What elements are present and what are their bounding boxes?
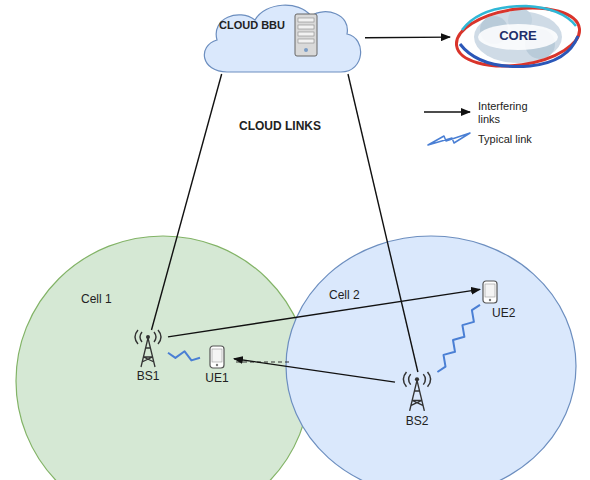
node-label: UE1 bbox=[200, 372, 234, 386]
core-network: CORE bbox=[450, 0, 586, 74]
free-label: CLOUD LINKS bbox=[222, 120, 338, 134]
tower-icon bbox=[128, 330, 168, 368]
legend-text: Typical link bbox=[478, 133, 568, 146]
node-label: Cell 1 bbox=[81, 293, 112, 307]
legend-item: Typical link bbox=[478, 133, 568, 146]
cloud-bbu: CLOUD BBU bbox=[195, 2, 365, 74]
legend-zigzag-sample bbox=[428, 133, 470, 145]
phone-icon bbox=[209, 345, 225, 369]
phone-icon bbox=[482, 280, 498, 304]
user-equipment: UE2 bbox=[480, 280, 520, 321]
cell-area: Cell 1 BS1 UE1 bbox=[15, 235, 311, 480]
node-label: BS2 bbox=[395, 415, 439, 429]
cloud-outline bbox=[195, 2, 365, 74]
cell-area: Cell 2 BS2 UE2 bbox=[285, 235, 577, 480]
interfering-link bbox=[365, 36, 450, 38]
cell-outline bbox=[285, 235, 577, 480]
base-station: BS2 bbox=[395, 372, 439, 429]
tower-icon bbox=[395, 372, 439, 412]
legend-item: Interfering links bbox=[478, 100, 548, 125]
user-equipment: UE1 bbox=[200, 345, 234, 386]
node-label: CORE bbox=[450, 29, 586, 44]
node-label: Cell 2 bbox=[329, 289, 360, 303]
base-station: BS1 bbox=[128, 330, 168, 384]
legend-arrow-sample bbox=[424, 111, 470, 113]
cell-outline bbox=[15, 235, 311, 480]
node-label: BS1 bbox=[128, 370, 168, 384]
node-label: UE2 bbox=[492, 307, 520, 321]
legend-text: Interfering links bbox=[478, 100, 548, 125]
node-label: CLOUD BBU bbox=[219, 19, 285, 32]
